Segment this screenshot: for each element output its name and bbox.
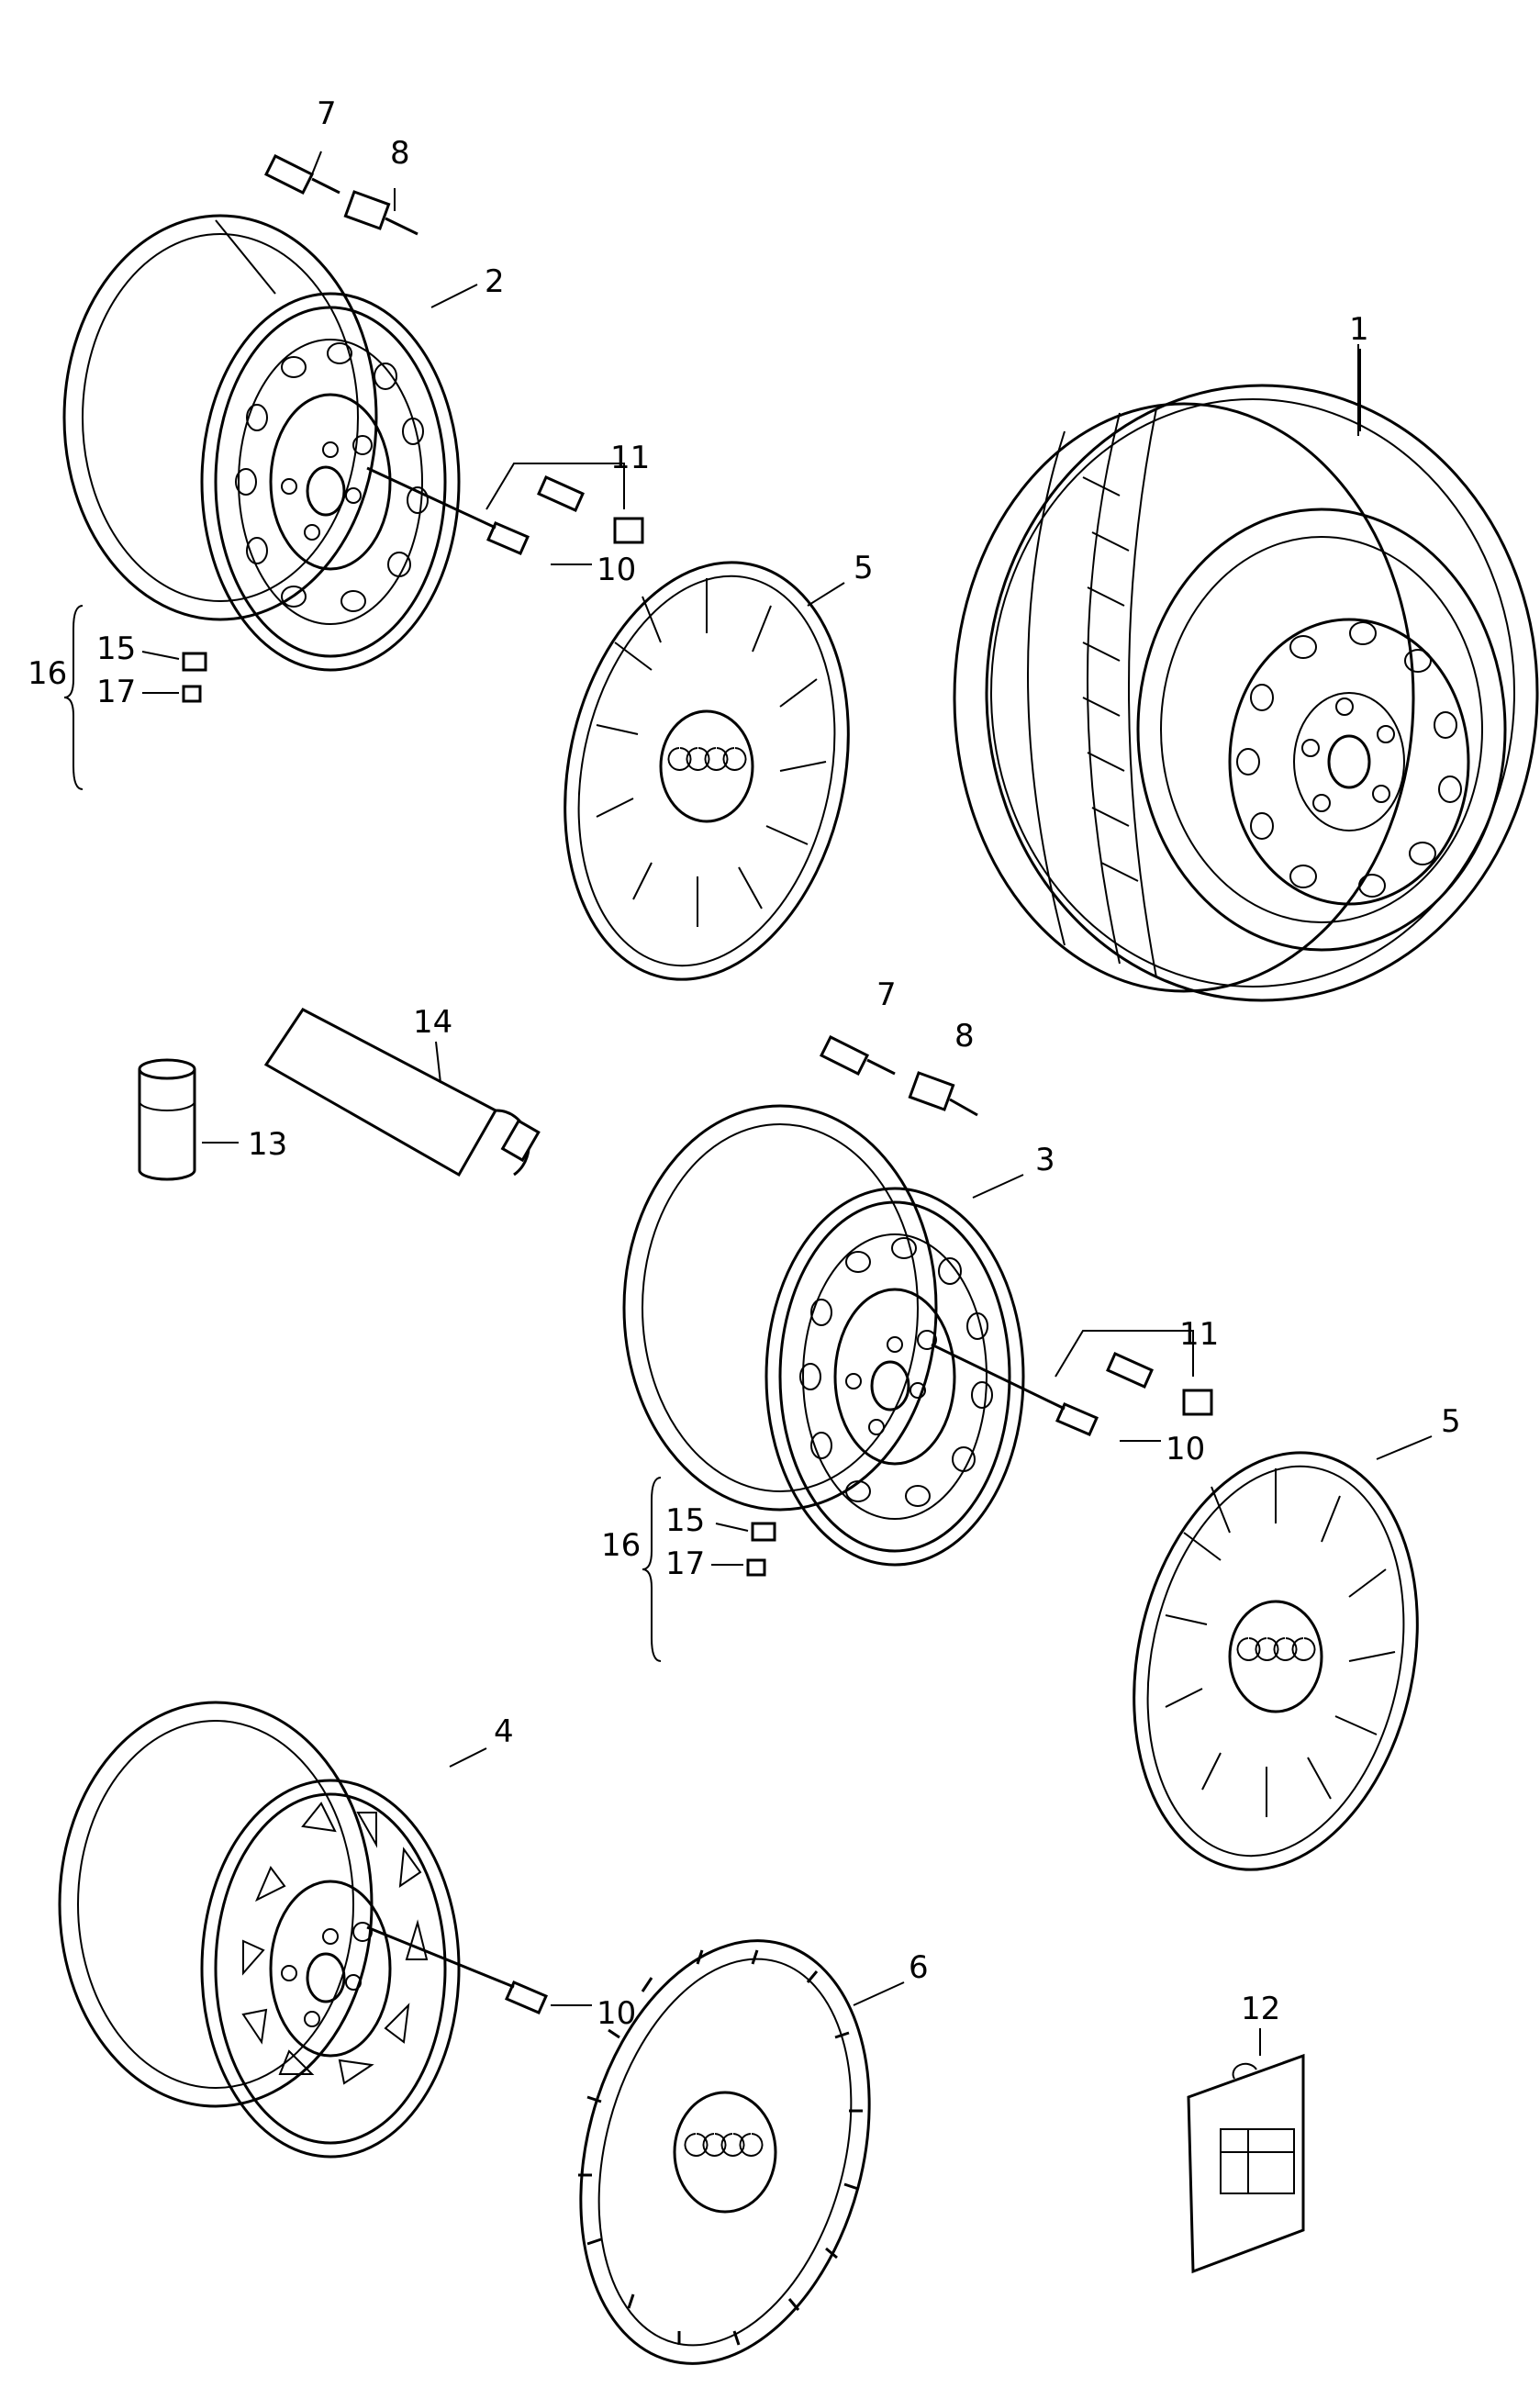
steel-wheel-top [62, 214, 461, 672]
steel-wheel-middle [622, 1104, 1025, 1567]
assembly-paste-tube [263, 1008, 541, 1177]
hub-cap-middle [1133, 1451, 1419, 1871]
callout-13: 13 [248, 1126, 287, 1163]
wheel-bolt-bottom [366, 1925, 548, 2014]
hub-cap-top [564, 561, 850, 981]
callout-15-top: 15 [96, 630, 136, 667]
valve-cap-middle [908, 1071, 978, 1117]
callout-16-top: 16 [28, 655, 67, 692]
callout-11-middle: 11 [1179, 1316, 1219, 1353]
callout-10-middle: 10 [1166, 1431, 1205, 1467]
callout-1: 1 [1349, 311, 1369, 348]
callout-11-top: 11 [610, 440, 650, 476]
callout-14: 14 [413, 1004, 452, 1041]
callout-7-middle: 7 [876, 976, 897, 1013]
fitting-paste-container [138, 1058, 196, 1181]
wheel-bolt-kit-box [1187, 2053, 1305, 2274]
balance-weight-middle [746, 1522, 776, 1577]
wheel-bolt-top [366, 466, 530, 555]
valve-cap-top [343, 188, 418, 236]
callout-8-top: 8 [390, 135, 410, 172]
callout-17-top: 17 [96, 674, 136, 710]
steel-wheel-bottom [58, 1701, 461, 2159]
callout-labels: 1 2 3 4 5 5 6 7 7 8 8 10 10 10 11 11 12 … [28, 95, 1461, 2032]
leader-lines [63, 284, 1433, 2056]
callout-3: 3 [1035, 1142, 1055, 1178]
callout-4: 4 [494, 1713, 514, 1750]
wheel-cover [578, 1939, 871, 2365]
callout-10-bottom: 10 [597, 1995, 636, 2032]
callout-2: 2 [485, 263, 505, 300]
valve-top [263, 151, 340, 195]
locking-bolt-top [537, 475, 644, 544]
tyre-wheel-assembly [953, 344, 1539, 1002]
callout-5-middle: 5 [1441, 1403, 1461, 1440]
callout-8-middle: 8 [954, 1018, 975, 1054]
callout-17-middle: 17 [665, 1545, 705, 1582]
callout-16-middle: 16 [601, 1527, 641, 1564]
callout-7-top: 7 [317, 95, 337, 132]
callout-12: 12 [1241, 1991, 1280, 2027]
callout-6: 6 [909, 1949, 929, 1986]
wheel-bolt-middle [931, 1343, 1099, 1436]
callout-5-top: 5 [854, 550, 874, 586]
callout-15-middle: 15 [665, 1502, 705, 1539]
locking-bolt-middle [1106, 1352, 1213, 1416]
balance-weight-top [182, 652, 207, 703]
callout-10-top: 10 [597, 552, 636, 588]
valve-middle [819, 1034, 896, 1077]
